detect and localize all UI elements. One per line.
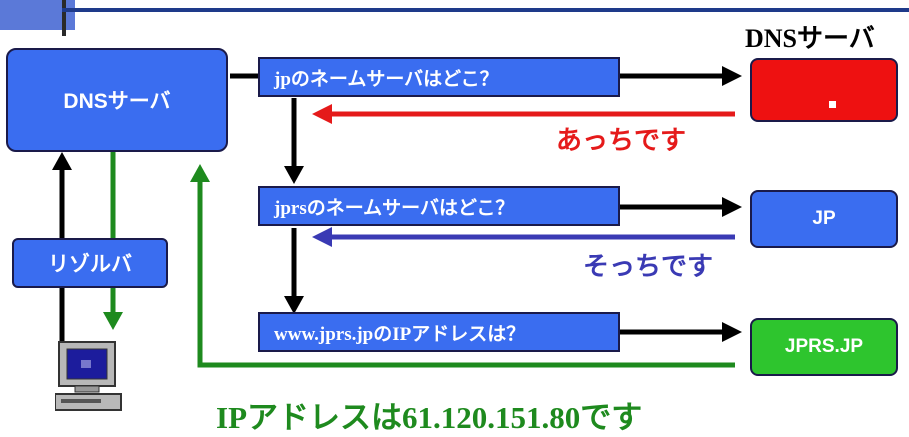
query-www-jprs: www.jprs.jpのIPアドレスは？ (258, 312, 620, 352)
query-jprs: jprsのネームサーバはどこ？ (258, 186, 620, 226)
answer-arrow (197, 180, 735, 368)
computer-icon (54, 340, 123, 414)
server-mark-icon (829, 101, 836, 108)
jp-server: JP (750, 190, 898, 248)
answer-text: IPアドレスは61.120.151.80です (216, 400, 643, 435)
server-column-label: DNSサーバ (745, 24, 875, 53)
corner-decoration-line (62, 0, 66, 36)
jprs-server: JPRS.JP (750, 318, 898, 376)
reply-root: あっちです (556, 126, 687, 156)
reply-jp: そっちです (583, 252, 714, 282)
resolver-box: リゾルバ (12, 238, 168, 288)
title-underline (62, 8, 909, 12)
local-dns-server: DNSサーバ (6, 48, 228, 152)
root-server (750, 58, 898, 122)
query-jp: jpのネームサーバはどこ？ (258, 57, 620, 97)
